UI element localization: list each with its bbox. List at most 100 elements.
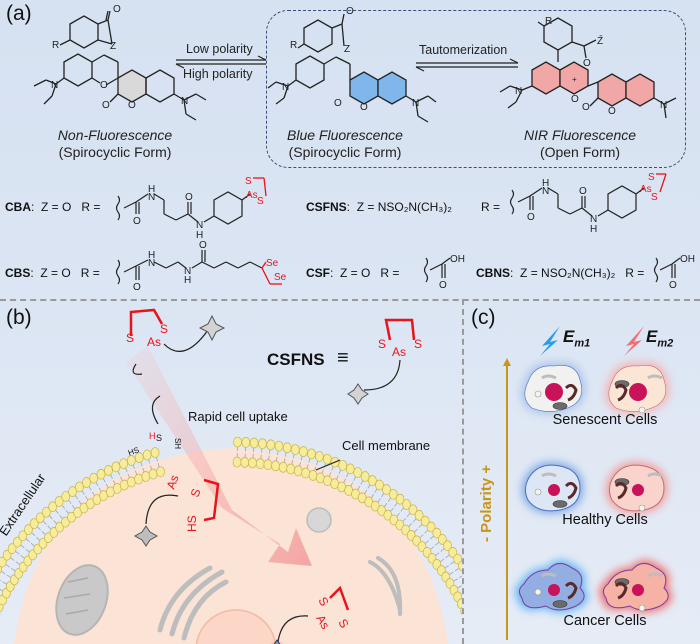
thiol-label: H [149,431,156,441]
compound-r-label: R = [80,266,100,280]
cell-nucleus [545,383,563,401]
compound-cbs: CBS: Z = O R = [5,266,100,280]
atom-sulfur: S [245,176,252,187]
molecule-non-fluorescent [33,10,207,121]
lipid-head [156,466,165,478]
cell-er [564,481,578,500]
cytoplasm [14,448,448,644]
r-group-cba [115,191,251,225]
atom-o: O [439,280,447,290]
lipid-head [127,455,136,466]
atom-selenium: Se [266,258,279,269]
cell-nucleus [629,383,647,401]
atom-o: O [527,212,535,223]
compound-csfns-r-label: R = [481,200,501,214]
atom-z-minus: Z̄ [597,34,603,47]
lipid-head [408,504,418,516]
lipid-head [12,536,22,548]
cell-vesicle [534,390,542,398]
lipid-head [395,493,405,505]
probe-extracellular: S S As [126,308,226,352]
lipid-head [89,472,99,484]
atom-z: Z [110,41,116,52]
lipid-head [420,515,430,527]
group-label-cancer: Cancer Cells [563,613,647,629]
atom-n: N [184,266,191,277]
atom-selenium: Se [274,272,287,283]
lipid-head [414,510,424,521]
group-label-healthy: Healthy Cells [562,512,648,528]
form-title: Blue Fluorescence [287,127,403,143]
emission-symbol: E [646,327,658,346]
low-polarity-label: Low polarity [186,42,253,56]
atom-n: N [196,220,203,231]
cell-er [564,581,578,600]
r-group-cbs [115,250,263,285]
form-title: Non-Fluorescence [57,127,173,143]
compound-csf: CSF: Z = O R = [306,266,400,280]
atom-o-plus: O [571,94,579,105]
compound-r-label: R = [81,200,101,214]
lipid-head [255,458,265,470]
atom-o: O [583,58,591,69]
lipid-head [232,456,242,468]
thiol-attack-arrow [151,395,161,425]
atom-o: O [100,80,108,91]
atom-h: H [590,224,597,235]
cell-er [614,581,628,600]
cell-mitochondrion [552,500,568,508]
caption-non-fluorescence: Non-Fluorescence (Spirocyclic Form) [40,127,190,161]
polarity-axis-arrowhead [503,358,511,366]
panel-a-label: (a) [6,2,32,25]
tautomerization-arrows [415,58,519,72]
cell-vesicle [534,588,542,596]
lipid-head [54,496,64,507]
emission-m1-bolt-icon [540,326,560,356]
lipid-head [307,448,316,460]
lipid-head [315,451,324,462]
lipid-head [241,437,251,448]
cell-golgi [647,472,663,478]
atom-o: O [128,100,136,111]
atom-arsenic: As [164,473,182,491]
lipid-head [2,549,12,561]
atom-o: O [185,192,193,203]
lipid-head [240,457,250,468]
lipid-head [61,491,71,502]
lipid-head [75,481,84,493]
lipid-head [18,530,28,542]
atom-sulfur: S [126,331,134,345]
atom-sulfur: S [414,337,422,351]
lipid-head [249,437,259,449]
divider-horizontal [0,299,700,301]
lipid-head [315,472,325,484]
diselenolane-ring [261,261,282,285]
atom-n: N [542,186,549,197]
lipid-head [368,475,377,486]
atom-sulfur: S [257,196,264,207]
lipid-head [286,463,296,475]
molecule-nir-open [499,17,677,119]
high-polarity-label: High polarity [183,67,253,81]
lipid-head [353,467,363,478]
golgi-apparatus [157,565,229,641]
lipid-tail [459,575,462,579]
form-subtitle: (Open Form) [539,144,621,160]
lipid-head [282,442,292,454]
lipid-head [266,439,276,451]
cell-vesicle [534,488,542,496]
cell-golgi [541,374,557,380]
lipid-tail [0,579,2,582]
emission-m1-label: Em1 [563,327,590,349]
lipid-head [35,512,45,524]
compound-z: Z = O [40,266,71,280]
lipid-head [460,606,462,615]
cell-mitochondrion [552,402,568,410]
cell-vesicle [638,604,646,612]
caption-nir-fluorescence: NIR Fluorescence (Open Form) [505,127,655,161]
atom-h: H [148,250,155,261]
panel-b-illustration: S S As S S As As S HS [0,308,462,644]
atom-n: N [515,86,522,97]
lipid-head [148,468,158,480]
panel-b-label: (b) [6,306,32,329]
